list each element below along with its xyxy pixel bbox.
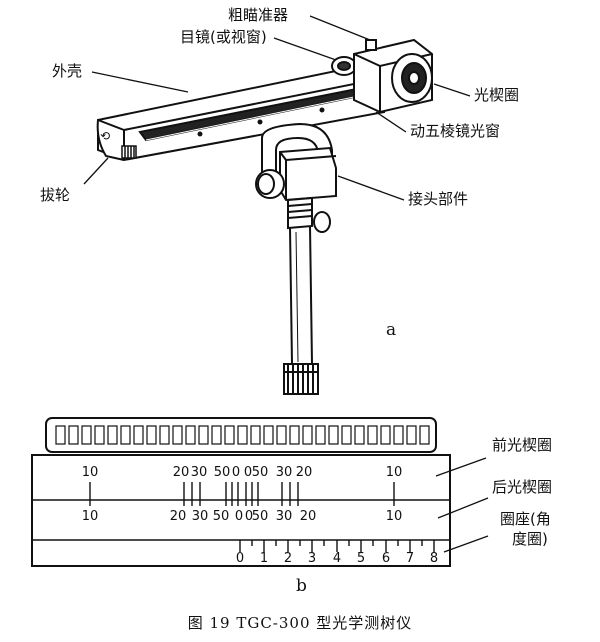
front-wedge-number: 30 [191,465,208,480]
label-front-wedge: 前光楔圈 [492,436,553,454]
angle-number: 4 [333,551,341,566]
knurl-tooth [81,425,92,445]
rear-wedge-number: 20 [170,509,187,524]
label-ring-seat-2: 度圈) [512,530,548,548]
knurl-tooth [393,425,404,445]
angle-number: 7 [406,551,414,566]
angle-number: 3 [308,551,316,566]
rear-wedge-number: 10 [82,509,99,524]
angle-number: 2 [284,551,292,566]
knurl-tooth [367,425,378,445]
knurl-tooth [159,425,170,445]
wedge-ring-a [391,53,433,103]
knurl-tooth [55,425,66,445]
knurl-tooth [120,425,131,445]
aiming-sight [365,39,377,51]
label-shell: 外壳 [52,62,83,80]
label-wedge-ring: 光楔圈 [474,86,520,104]
front-wedge-number: 0 [244,465,252,480]
joint-assembly [255,122,337,202]
rear-wedge-number: 30 [192,509,209,524]
subfigure-label-b: b [296,576,307,596]
label-ring-seat-1: 圈座(角 [500,510,551,528]
knurl-tooth [237,425,248,445]
rear-wedge-number: 30 [276,509,293,524]
angle-number: 6 [382,551,390,566]
front-wedge-number: 10 [386,465,403,480]
knurl-tooth [250,425,261,445]
knurl-tooth [224,425,235,445]
knurl-tooth [328,425,339,445]
label-joint: 接头部件 [408,190,469,208]
knurl-tooth [198,425,209,445]
knurl-tooth [94,425,105,445]
knurl-tooth [380,425,391,445]
leader-lines-b [435,457,489,553]
angle-number: 1 [260,551,268,566]
knurl-tooth [406,425,417,445]
scale-panel [31,454,451,567]
angle-number: 8 [430,551,438,566]
knurl-tooth [68,425,79,445]
svg-text:⟲: ⟲ [100,129,110,143]
knurl-tooth [289,425,300,445]
front-wedge-number: 20 [173,465,190,480]
knurl-tooth [211,425,222,445]
subfigure-label-a: a [386,320,397,340]
angle-number: 0 [236,551,244,566]
knurl-tooth [146,425,157,445]
front-wedge-number: 20 [296,465,313,480]
front-wedge-number: 0 [232,465,240,480]
scale-ticks [89,482,435,552]
scale-drawing-b [31,417,489,567]
front-wedge-number: 30 [276,465,293,480]
knurl-tooth [276,425,287,445]
knurl-teeth [55,425,430,445]
rear-wedge-number: 50 [213,509,230,524]
knurl-tooth [263,425,274,445]
rear-wedge-number: 10 [386,509,403,524]
front-wedge-number: 50 [252,465,269,480]
rear-wedge-number: 0 [245,509,253,524]
label-eyepiece: 目镜(或视窗) [180,28,267,46]
knob-wheel [121,145,137,159]
rear-wedge-number: 0 [235,509,243,524]
knurl-tooth [107,425,118,445]
knurl-tooth [354,425,365,445]
knurl-tooth [133,425,144,445]
end-cap [96,119,125,161]
knurl-tooth [302,425,313,445]
column-rod [283,196,331,395]
label-knob: 拔轮 [40,186,71,204]
instrument-drawing-a: ⟲ [83,15,471,395]
rear-wedge-number: 20 [300,509,317,524]
knurl-tooth [315,425,326,445]
knurl-tooth [341,425,352,445]
knurl-tooth [172,425,183,445]
front-wedge-number: 50 [214,465,231,480]
figure-caption: 图 19 TGC-300 型光学测树仪 [187,614,413,632]
angle-number: 5 [357,551,365,566]
knurl-tooth [185,425,196,445]
label-aiming-sight: 粗瞄准器 [228,6,289,24]
knurl-tooth [419,425,430,445]
leader-lines-a [83,15,471,201]
label-rear-wedge: 后光楔圈 [492,478,553,496]
label-prism-window: 动五棱镜光窗 [410,122,501,140]
front-wedge-number: 10 [82,465,99,480]
rear-wedge-number: 50 [252,509,269,524]
